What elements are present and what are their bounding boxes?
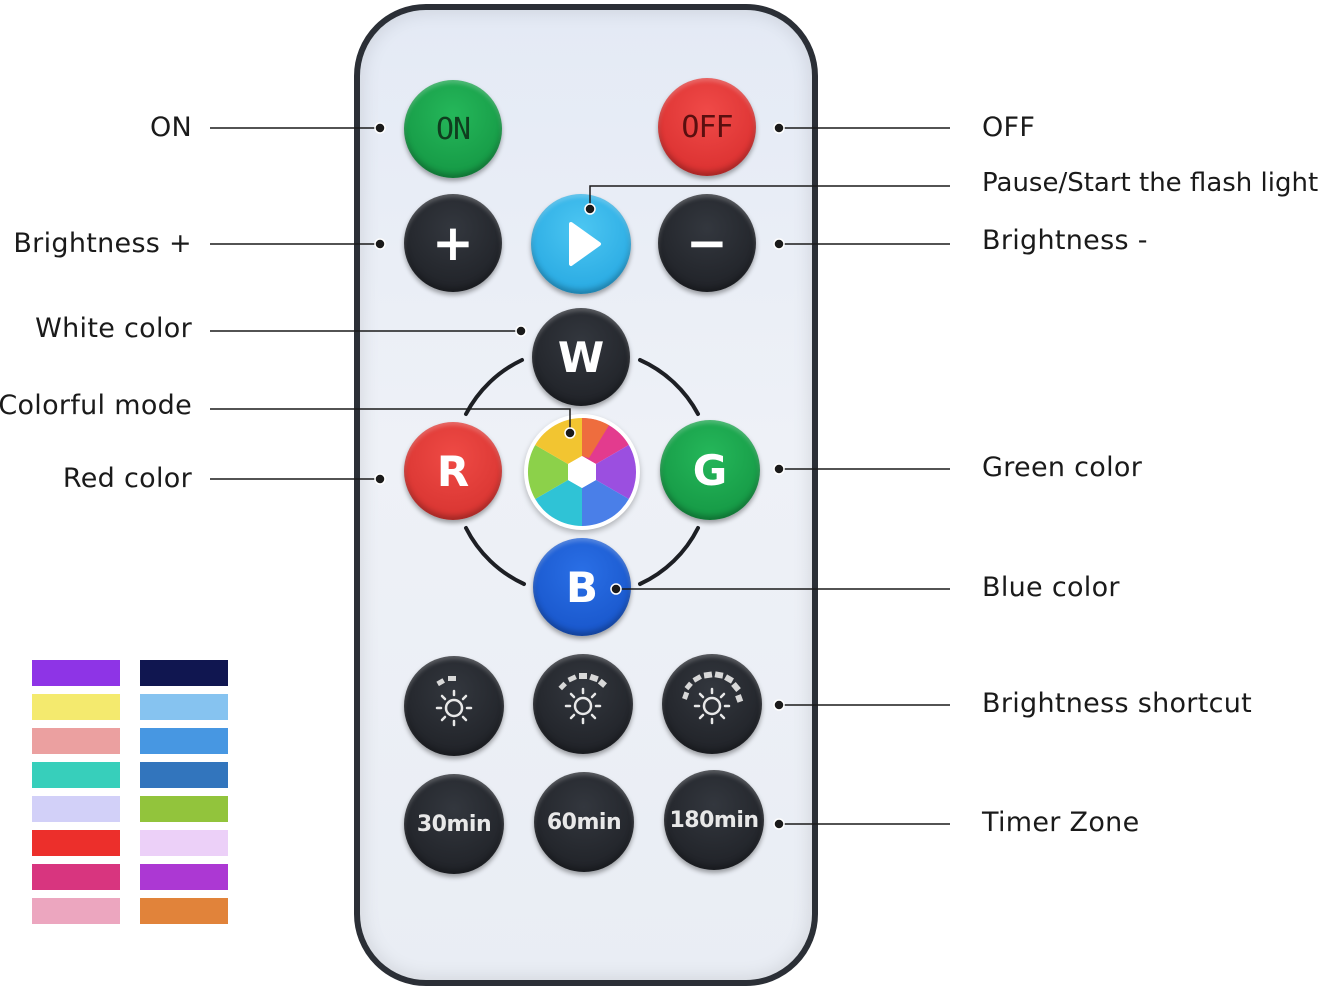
brightness-high-button[interactable] xyxy=(662,654,762,754)
callout-blue-color: Blue color xyxy=(982,572,1120,603)
blue-button-label: B xyxy=(565,562,598,612)
play-pause-button[interactable] xyxy=(531,194,631,294)
red-button-label: R xyxy=(436,446,470,496)
color-swatch xyxy=(32,898,120,924)
brightness-minus-button[interactable]: − xyxy=(658,194,756,292)
color-swatch xyxy=(32,796,120,822)
color-swatch xyxy=(140,830,228,856)
color-swatch xyxy=(32,830,120,856)
timer-180-button[interactable]: 180min xyxy=(664,770,764,870)
red-button[interactable]: R xyxy=(404,422,502,520)
green-button-label: G xyxy=(692,445,728,495)
callout-pause-start: Pause/Start the flash light xyxy=(982,168,1319,198)
callout-red-color: Red color xyxy=(62,463,192,494)
color-swatch xyxy=(32,694,120,720)
callout-colorful-mode: Colorful mode xyxy=(0,390,192,421)
color-swatch xyxy=(32,660,120,686)
blue-button[interactable]: B xyxy=(533,538,631,636)
sun-icon xyxy=(682,671,744,725)
callout-brightness-minus: Brightness - xyxy=(982,225,1148,256)
timer-60-label: 60min xyxy=(546,809,622,835)
sun-icon xyxy=(435,676,473,727)
brightness-low-button[interactable] xyxy=(404,656,504,756)
color-swatch xyxy=(140,728,228,754)
callout-brightness-shortcut: Brightness shortcut xyxy=(982,688,1253,719)
color-swatch xyxy=(140,762,228,788)
color-swatch xyxy=(32,762,120,788)
color-swatch xyxy=(140,796,228,822)
timer-30-label: 30min xyxy=(416,811,492,837)
callout-on: ON xyxy=(149,112,192,143)
white-button-label: W xyxy=(557,332,605,382)
callout-brightness-plus: Brightness + xyxy=(13,228,192,259)
color-swatch xyxy=(140,898,228,924)
off-button[interactable]: OFF xyxy=(658,78,756,176)
brightness-plus-button[interactable]: + xyxy=(404,194,502,292)
colorful-mode-button[interactable] xyxy=(524,414,640,530)
timer-30-button[interactable]: 30min xyxy=(404,774,504,874)
off-button-label: OFF xyxy=(681,109,733,145)
brightness-minus-label: − xyxy=(686,214,728,272)
sun-icon xyxy=(558,673,607,725)
color-swatch xyxy=(32,864,120,890)
callout-green-color: Green color xyxy=(982,452,1143,483)
timer-60-button[interactable]: 60min xyxy=(534,772,634,872)
callout-off: OFF xyxy=(982,112,1036,143)
color-wheel-icon xyxy=(527,417,637,526)
brightness-plus-label: + xyxy=(432,214,474,272)
timer-180-label: 180min xyxy=(669,807,759,833)
on-button[interactable]: ON xyxy=(404,80,502,178)
on-button-label: ON xyxy=(435,111,471,147)
callout-timer-zone: Timer Zone xyxy=(982,807,1140,838)
color-swatch xyxy=(140,694,228,720)
brightness-mid-button[interactable] xyxy=(533,654,633,754)
green-button[interactable]: G xyxy=(660,420,760,520)
callout-white-color: White color xyxy=(35,313,192,344)
play-icon xyxy=(569,222,601,266)
color-swatch xyxy=(32,728,120,754)
color-swatch xyxy=(140,660,228,686)
color-swatch xyxy=(140,864,228,890)
white-button[interactable]: W xyxy=(532,308,630,406)
